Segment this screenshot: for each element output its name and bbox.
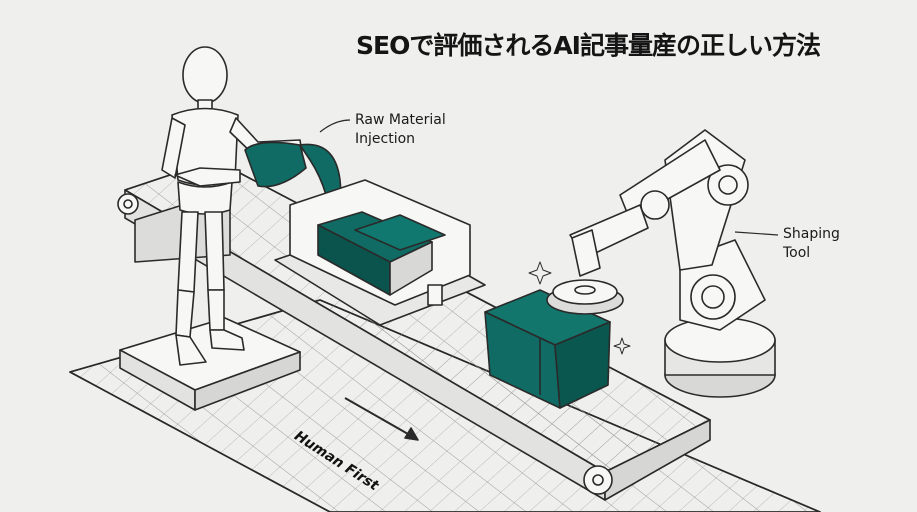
human-figure	[161, 46, 303, 366]
label-line: Shaping	[783, 226, 840, 242]
product-cube	[484, 289, 611, 409]
human-platform	[119, 317, 301, 411]
robot-arm	[546, 129, 776, 398]
label-line: Raw Material	[355, 112, 446, 128]
pitcher	[244, 141, 307, 188]
mold-box	[274, 179, 486, 326]
shaping-tool-label: Shaping Tool	[783, 225, 840, 263]
label-line: Tool	[783, 245, 811, 261]
page-title: SEOで評価されるAI記事量産の正しい方法	[356, 31, 821, 60]
raw-material-leader	[319, 119, 351, 133]
raw-material-injection-label: Raw Material Injection	[355, 111, 446, 149]
direction-arrow-icon	[344, 397, 419, 441]
shaping-tool-leader	[734, 231, 779, 236]
label-line: Injection	[355, 131, 416, 147]
